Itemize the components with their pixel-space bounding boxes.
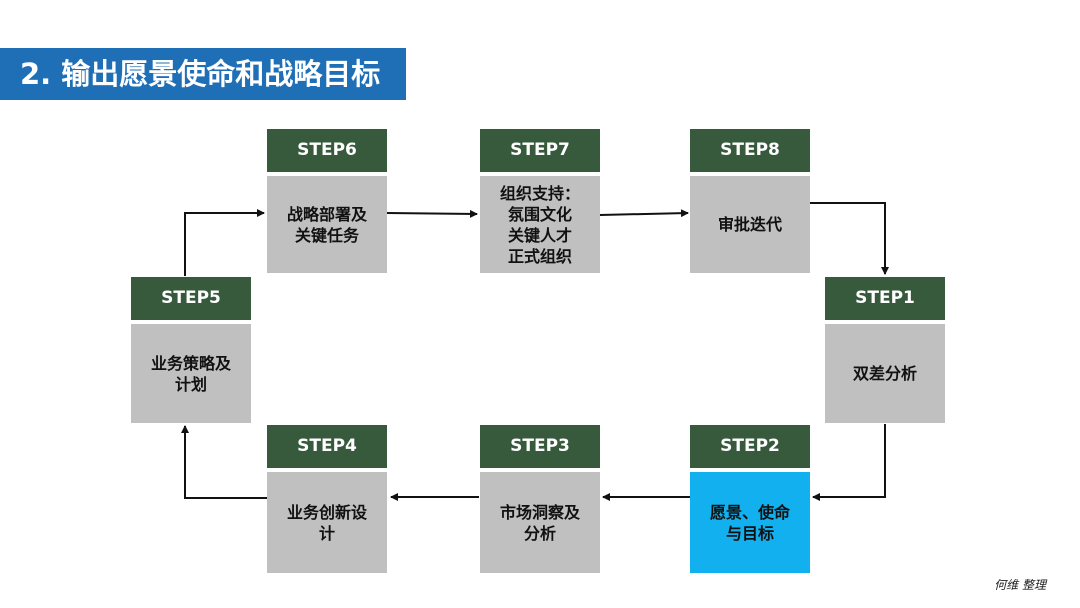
step-5-text: 业务策略及 计划 — [131, 324, 251, 423]
step-1-text: 双差分析 — [825, 324, 945, 423]
page-title: 2. 输出愿景使命和战略目标 — [0, 48, 406, 100]
step-3-text: 市场洞察及 分析 — [480, 472, 600, 573]
step-6-label: STEP6 — [267, 129, 387, 172]
step-4-label: STEP4 — [267, 425, 387, 468]
step-2-label: STEP2 — [690, 425, 810, 468]
step-1-label: STEP1 — [825, 277, 945, 320]
step-6: STEP6 战略部署及 关键任务 — [267, 129, 387, 273]
step-7-text: 组织支持： 氛围文化 关键人才 正式组织 — [480, 176, 600, 273]
step-2-text: 愿景、使命 与目标 — [690, 472, 810, 573]
step-8: STEP8 审批迭代 — [690, 129, 810, 273]
step-7-label: STEP7 — [480, 129, 600, 172]
step-8-text: 审批迭代 — [690, 176, 810, 273]
arrow-step6-to-step7 — [386, 209, 478, 218]
step-2: STEP2 愿景、使命 与目标 — [690, 425, 810, 573]
arrow-step4-to-step5 — [181, 425, 267, 499]
arrow-step1-to-step2 — [812, 424, 886, 501]
step-6-text: 战略部署及 关键任务 — [267, 176, 387, 273]
step-1: STEP1 双差分析 — [825, 277, 945, 423]
step-4: STEP4 业务创新设 计 — [267, 425, 387, 573]
step-5-label: STEP5 — [131, 277, 251, 320]
step-3: STEP3 市场洞察及 分析 — [480, 425, 600, 573]
step-4-text: 业务创新设 计 — [267, 472, 387, 573]
arrow-step7-to-step8 — [599, 209, 689, 218]
step-3-label: STEP3 — [480, 425, 600, 468]
credit-note: 何维 整理 — [994, 578, 1046, 592]
arrow-step8-to-step1 — [810, 202, 889, 275]
step-7: STEP7 组织支持： 氛围文化 关键人才 正式组织 — [480, 129, 600, 273]
arrow-step5-to-step6 — [184, 209, 265, 276]
step-8-label: STEP8 — [690, 129, 810, 172]
step-5: STEP5 业务策略及 计划 — [131, 277, 251, 423]
